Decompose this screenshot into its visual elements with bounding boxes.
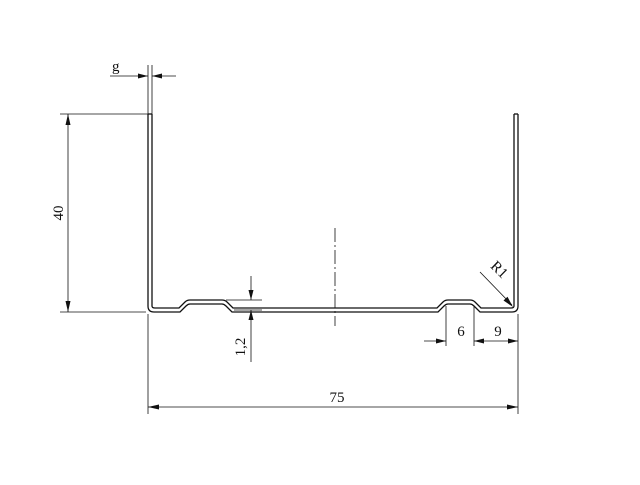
- height-label: 40: [51, 206, 67, 221]
- groove-width-label: 6: [457, 324, 465, 340]
- groove-depth-label: 1,2: [233, 338, 249, 357]
- radius-label: R1: [487, 258, 511, 282]
- radius-callout: R1: [479, 258, 513, 307]
- groove-offset-label: 9: [494, 324, 502, 340]
- overall-width-dimension: 75: [147, 314, 519, 414]
- groove-dimensions: 6 9: [424, 306, 519, 346]
- height-dimension: 40: [51, 113, 148, 313]
- profile-inner-edge: [151, 114, 515, 309]
- groove-depth-dimension: 1,2: [226, 276, 262, 362]
- thickness-label: g: [112, 59, 120, 75]
- thickness-dimension: g: [110, 59, 176, 116]
- channel-profile: [147, 113, 519, 313]
- profile-outer-edge: [147, 114, 519, 313]
- overall-width-label: 75: [330, 390, 345, 406]
